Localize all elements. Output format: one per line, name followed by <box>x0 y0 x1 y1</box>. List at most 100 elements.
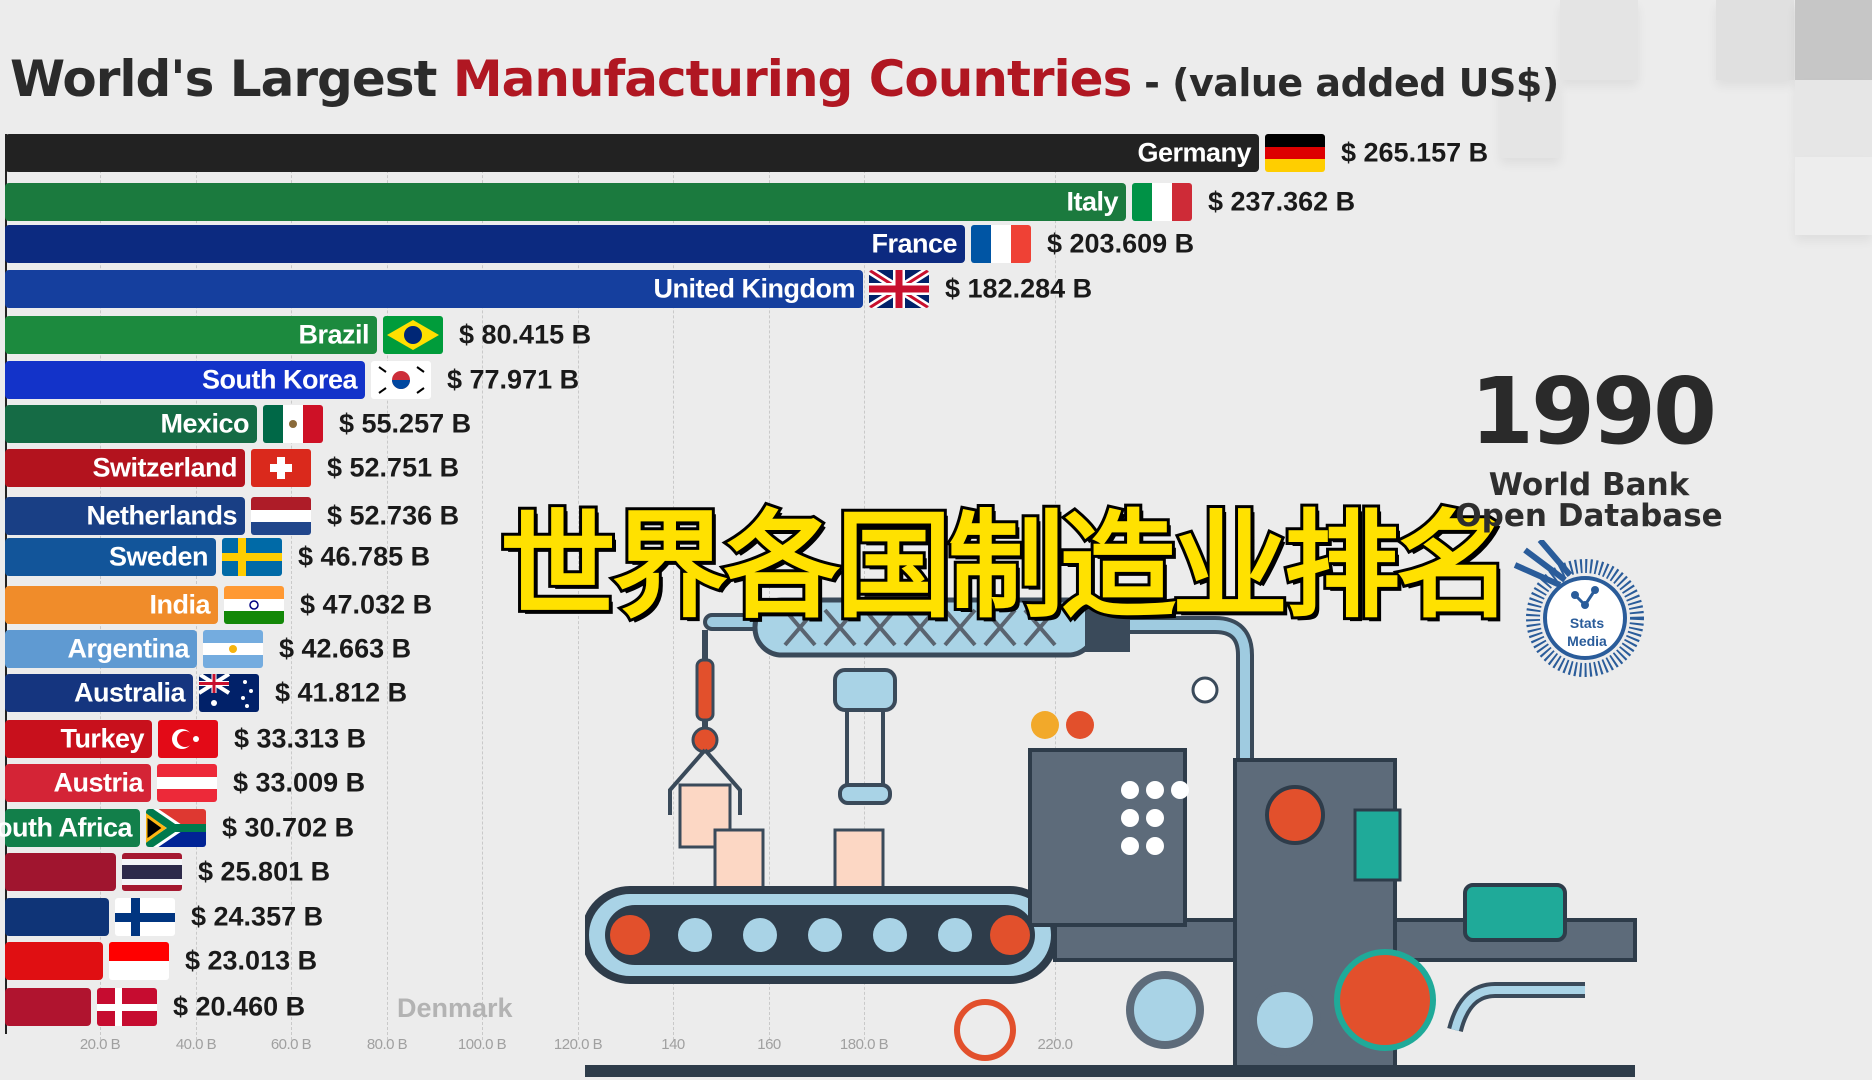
value-label: $ 77.971 B <box>447 364 580 395</box>
x-axis-tick: 80.0 B <box>366 1036 408 1053</box>
ghost-country-label: Denmark <box>397 993 513 1023</box>
value-label: $ 33.313 B <box>234 723 367 754</box>
x-axis-tick: 140 <box>661 1036 685 1053</box>
flag-icon-th <box>122 853 182 891</box>
bar: Turkey <box>5 720 152 758</box>
background-tile <box>1560 0 1638 80</box>
bar: United Kingdom <box>5 270 863 308</box>
country-label: Sweden <box>108 541 209 572</box>
flag-icon-gb <box>869 270 929 308</box>
x-axis-tick: 40.0 B <box>175 1036 217 1053</box>
value-label: $ 41.812 B <box>275 677 408 708</box>
background-tile <box>1716 0 1794 80</box>
background-tile <box>1795 0 1872 80</box>
value-label: $ 23.013 B <box>185 945 318 976</box>
country-label: Austria <box>53 767 143 798</box>
flag-icon-ar <box>203 630 263 668</box>
flag-icon-br <box>383 316 443 354</box>
year-label: 1990 <box>1470 358 1717 465</box>
logo-text-stats: Stats <box>1570 615 1604 631</box>
factory-machine-illustration <box>585 597 1637 1077</box>
bar: Australia <box>5 674 193 712</box>
bar: outh Africa <box>0 809 140 847</box>
y-axis-line <box>5 134 7 1034</box>
country-label: Mexico <box>160 408 249 439</box>
source-line-1: World Bank <box>1488 467 1690 503</box>
grid-line <box>387 140 388 1040</box>
country-label: Germany <box>1137 137 1251 168</box>
bar: Mexico <box>5 405 257 443</box>
value-label: $ 46.785 B <box>298 541 431 572</box>
source-line-2: Open Database <box>1455 498 1723 534</box>
title-part-red: Manufacturing Countries <box>452 50 1133 108</box>
overlay-caption: 世界各国制造业排名 <box>497 496 1515 637</box>
value-label: $ 33.009 B <box>233 767 366 798</box>
flag-icon-kr <box>371 361 431 399</box>
value-label: $ 52.751 B <box>327 452 460 483</box>
x-axis-tick: 20.0 B <box>79 1036 121 1053</box>
background-tile <box>1795 80 1872 157</box>
grid-line <box>482 140 483 1040</box>
flag-icon-za <box>146 809 206 847</box>
grid-line <box>673 140 674 1040</box>
country-label: Turkey <box>60 723 144 754</box>
flag-icon-tr <box>158 720 218 758</box>
x-axis-tick: 180.0 B <box>839 1036 889 1053</box>
value-label: $ 265.157 B <box>1341 137 1489 168</box>
country-label: India <box>149 589 210 620</box>
bar <box>5 853 116 891</box>
flag-icon-mx <box>263 405 323 443</box>
country-label: South Korea <box>201 364 358 395</box>
bar: Sweden <box>5 538 216 576</box>
bar: France <box>5 225 965 263</box>
bar: India <box>5 586 218 624</box>
bar: Austria <box>5 764 151 802</box>
flag-icon-it <box>1132 183 1192 221</box>
value-label: $ 182.284 B <box>945 273 1093 304</box>
value-label: $ 55.257 B <box>339 408 472 439</box>
x-axis-tick: 220.0 <box>1037 1036 1073 1053</box>
data-source: World Bank Open Database <box>1444 470 1734 532</box>
bar: South Korea <box>5 361 365 399</box>
value-label: $ 24.357 B <box>191 901 324 932</box>
country-label: outh Africa <box>0 812 133 843</box>
value-label: $ 42.663 B <box>279 633 412 664</box>
title-part-dark: World's Largest <box>10 50 453 108</box>
bar: Germany <box>5 134 1259 172</box>
x-axis-tick: 100.0 B <box>457 1036 507 1053</box>
flag-icon-ch <box>251 449 311 487</box>
flag-icon-at <box>157 764 217 802</box>
flag-icon-in <box>224 586 284 624</box>
x-axis-tick: 120.0 B <box>553 1036 603 1053</box>
flag-icon-nl <box>251 497 311 535</box>
flag-icon-de <box>1265 134 1325 172</box>
grid-line <box>291 140 292 1040</box>
flag-icon-au <box>199 674 259 712</box>
flag-icon-fr <box>971 225 1031 263</box>
country-label: France <box>871 228 957 259</box>
value-label: $ 52.736 B <box>327 500 460 531</box>
grid-line <box>1055 140 1056 1040</box>
background-tile <box>1500 80 1560 158</box>
value-label: $ 25.801 B <box>198 856 331 887</box>
value-label: $ 80.415 B <box>459 319 592 350</box>
background-tile <box>1795 157 1872 235</box>
value-label: $ 47.032 B <box>300 589 433 620</box>
country-label: Netherlands <box>86 500 237 531</box>
bar: Netherlands <box>5 497 245 535</box>
flag-icon-se <box>222 538 282 576</box>
country-label: Argentina <box>67 633 189 664</box>
country-label: Australia <box>73 677 186 708</box>
value-label: $ 20.460 B <box>173 991 306 1022</box>
grid-line <box>864 140 865 1040</box>
bar: Brazil <box>5 316 377 354</box>
value-label: $ 203.609 B <box>1047 228 1195 259</box>
bar: Italy <box>5 183 1126 221</box>
chart-title: World's Largest Manufacturing Countries … <box>10 50 1559 108</box>
bar <box>5 988 91 1026</box>
grid-line <box>578 140 579 1040</box>
flag-icon-id <box>109 942 169 980</box>
flag-icon-fi <box>115 898 175 936</box>
logo-text-media: Media <box>1567 633 1607 649</box>
bar <box>5 898 109 936</box>
